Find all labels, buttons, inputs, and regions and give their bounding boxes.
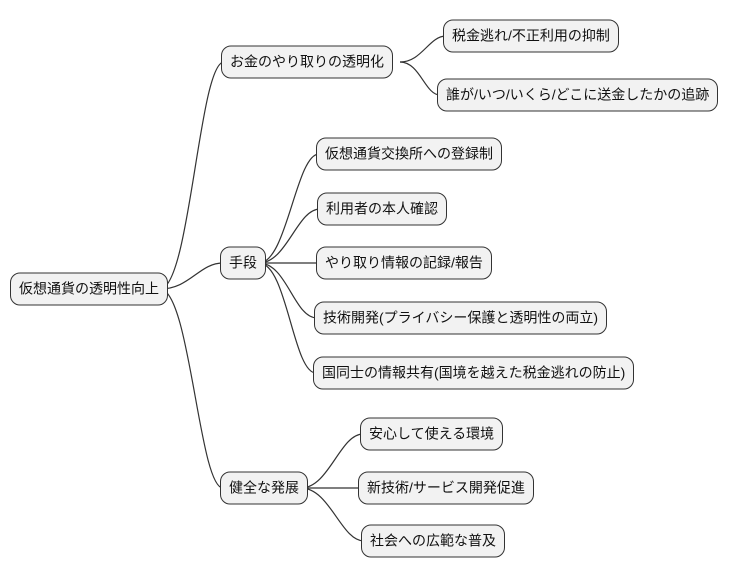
node-leaf-broad-social-adoption: 社会への広範な普及 xyxy=(361,524,505,558)
edge-root-to-branch-means xyxy=(159,262,224,290)
node-leaf-safe-environment: 安心して使える環境 xyxy=(360,417,504,451)
node-root: 仮想通貨の透明性向上 xyxy=(10,272,168,306)
edge-development-to-society xyxy=(300,487,365,542)
edge-means-to-identity xyxy=(258,208,321,264)
node-branch-means: 手段 xyxy=(220,246,266,280)
edge-means-to-technology xyxy=(258,262,318,319)
node-leaf-exchange-registration: 仮想通貨交換所への登録制 xyxy=(316,137,502,171)
node-leaf-tax-evasion-control: 税金逃れ/不正利用の抑制 xyxy=(443,19,619,53)
edge-root-to-branch-money xyxy=(159,61,225,290)
node-leaf-user-identity-check: 利用者の本人確認 xyxy=(317,192,447,226)
node-leaf-technology-development: 技術開発(プライバシー保護と透明性の両立) xyxy=(314,301,608,335)
node-leaf-newtech-service-promotion: 新技術/サービス開発促進 xyxy=(358,471,534,505)
node-branch-sound-development: 健全な発展 xyxy=(220,471,308,505)
edge-money-to-tax xyxy=(399,35,447,63)
node-leaf-transaction-records: やり取り情報の記録/報告 xyxy=(316,246,492,280)
edge-means-to-international xyxy=(258,262,317,374)
edge-development-to-safe xyxy=(300,433,364,489)
edge-money-to-tracking xyxy=(399,61,441,96)
edge-means-to-registration xyxy=(258,153,320,264)
node-leaf-remittance-tracking: 誰が/いつ/いくら/どこに送金したかの追跡 xyxy=(437,78,719,112)
node-branch-money-transparency: お金のやり取りの透明化 xyxy=(221,45,393,79)
node-leaf-international-info-sharing: 国同士の情報共有(国境を越えた税金逃れの防止) xyxy=(313,356,635,390)
edge-root-to-branch-development xyxy=(159,288,224,489)
